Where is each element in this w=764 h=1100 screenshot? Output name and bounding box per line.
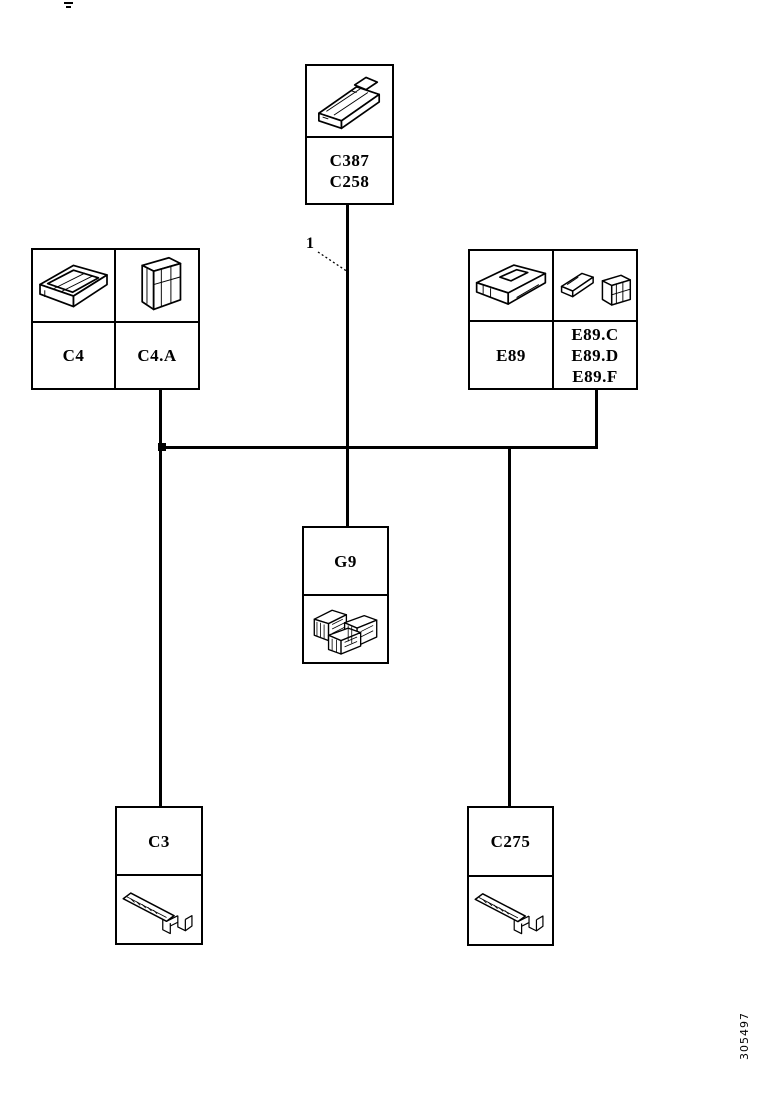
connector-label: C4.A	[137, 346, 177, 365]
node-c3-image-cell	[117, 876, 201, 943]
harness-line-right-lower	[508, 446, 511, 806]
node-g9: G9	[302, 526, 389, 664]
node-c387-label-cell: C387 C258	[307, 138, 392, 203]
connector-label: E89	[496, 345, 526, 365]
relay-module-icon	[140, 256, 181, 311]
connector-label: G9	[334, 551, 357, 571]
harness-trunk-line	[159, 446, 598, 449]
connector-label: E89.C	[571, 324, 619, 344]
registration-mark	[66, 6, 71, 8]
callout-leader-line	[317, 251, 349, 273]
terminal-strip-icon	[474, 893, 544, 935]
node-c4a-image-cell	[116, 250, 198, 323]
connector-label: C258	[329, 171, 370, 191]
node-e89cdf: E89.C E89.D E89.F	[554, 251, 636, 388]
node-c275: C275	[467, 806, 554, 946]
harness-line-top-to-center	[346, 203, 349, 526]
connector-label: E89.F	[572, 366, 618, 386]
connector-label: C275	[490, 832, 531, 851]
harness-junction-dot	[158, 443, 166, 451]
harness-line-left-branch	[159, 388, 162, 806]
node-e89-label-cell: E89	[470, 322, 552, 388]
node-g9-image-cell	[304, 596, 387, 662]
connector-pair-icon	[560, 272, 632, 306]
node-c4a-label-cell: C4.A	[116, 323, 198, 388]
node-c387-image-cell	[307, 66, 392, 138]
connector-label: C387	[329, 150, 370, 170]
harness-line-right-upper	[595, 388, 598, 449]
node-c275-label-cell: C275	[469, 808, 552, 877]
connector-label: C4	[62, 346, 85, 365]
fuse-relay-connector-icon	[318, 76, 381, 130]
relay-cluster-icon	[313, 609, 378, 655]
node-e89-image-cell	[470, 251, 552, 322]
node-c4: C4	[33, 250, 116, 388]
node-e89cdf-label-cell: E89.C E89.D E89.F	[554, 322, 636, 388]
node-c4-label-cell: C4	[33, 323, 114, 388]
node-c275-image-cell	[469, 877, 552, 944]
node-e89: E89	[470, 251, 554, 388]
node-g9-label-cell: G9	[304, 528, 387, 596]
node-c4a: C4.A	[116, 250, 198, 388]
node-c387-c258: C387 C258	[305, 64, 394, 205]
terminal-strip-icon	[122, 891, 193, 934]
node-e89-group: E89	[468, 249, 638, 390]
node-c4-group: C4	[31, 248, 200, 390]
node-c3: C3	[115, 806, 203, 945]
figure-number: 305497	[738, 1012, 751, 1060]
control-unit-icon	[475, 264, 547, 305]
registration-mark	[64, 2, 73, 4]
relay-carrier-icon	[39, 264, 108, 308]
node-e89cdf-image-cell	[554, 251, 636, 322]
node-c3-label-cell: C3	[117, 808, 201, 876]
callout-1-label: 1	[306, 235, 314, 252]
connector-label: E89.D	[571, 345, 619, 365]
connector-label: C3	[148, 831, 170, 851]
node-c4-image-cell	[33, 250, 114, 323]
